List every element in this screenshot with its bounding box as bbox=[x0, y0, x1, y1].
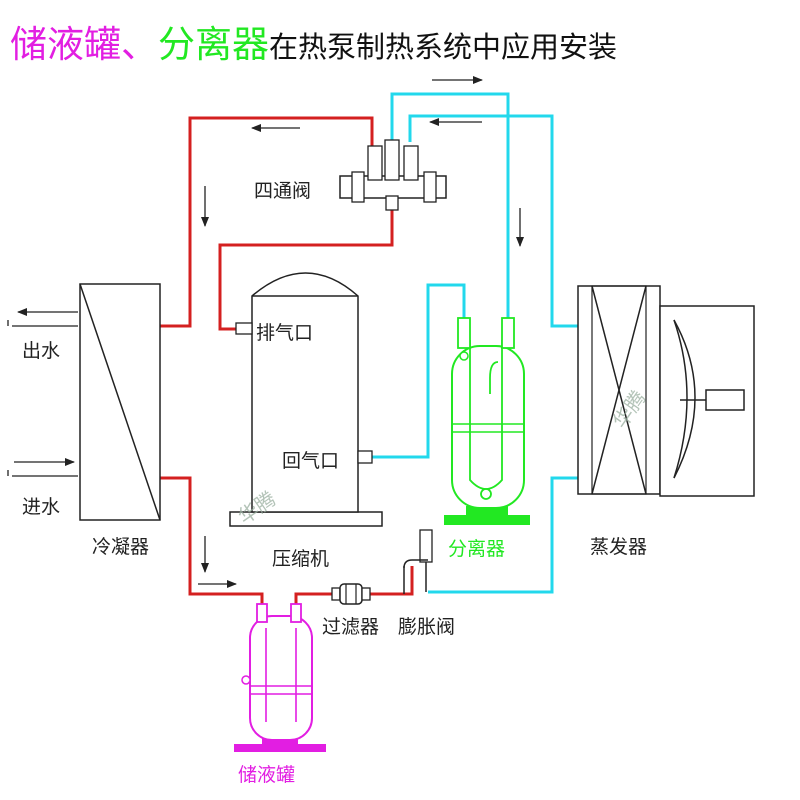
water-out-pipe-end bbox=[7, 320, 78, 327]
compressor bbox=[229, 272, 383, 527]
pipe-discharge-to-valve bbox=[218, 208, 394, 331]
title-receiver: 储液罐 bbox=[10, 23, 121, 66]
label-water-out: 出水 bbox=[22, 340, 61, 362]
page-title: 储液罐、分离器在热泵制热系统中应用安装 bbox=[10, 14, 617, 68]
label-return-port: 回气口 bbox=[282, 450, 340, 472]
pipe-condenser-to-receiver bbox=[160, 476, 264, 604]
title-separator: 分离器 bbox=[158, 23, 269, 66]
separator bbox=[444, 317, 530, 525]
pipe-return-to-separator bbox=[370, 283, 466, 459]
expansion-valve bbox=[403, 529, 433, 594]
label-four-way-valve: 四通阀 bbox=[254, 180, 312, 202]
label-condenser: 冷凝器 bbox=[92, 536, 150, 558]
pipe-receiver-to-filter bbox=[294, 592, 335, 604]
filter bbox=[331, 583, 371, 605]
label-discharge-port: 排气口 bbox=[256, 322, 314, 344]
pipe-valve-to-condenser bbox=[160, 116, 374, 328]
evaporator bbox=[577, 285, 755, 497]
water-in-pipe-end bbox=[7, 470, 78, 477]
title-separator-mark: 、 bbox=[121, 23, 158, 66]
label-expansion-valve: 膨胀阀 bbox=[398, 616, 456, 638]
four-way-valve bbox=[339, 139, 447, 211]
receiver-tank bbox=[234, 603, 326, 752]
label-filter: 过滤器 bbox=[322, 616, 380, 638]
label-evaporator: 蒸发器 bbox=[590, 536, 648, 558]
condenser bbox=[79, 283, 161, 521]
pipe-valve-to-evaporator bbox=[408, 114, 578, 328]
label-receiver: 储液罐 bbox=[238, 764, 296, 786]
label-compressor: 压缩机 bbox=[272, 548, 330, 570]
pipe-separator-to-valve bbox=[390, 92, 510, 318]
title-rest: 在热泵制热系统中应用安装 bbox=[269, 30, 618, 64]
label-water-in: 进水 bbox=[22, 496, 61, 518]
label-separator: 分离器 bbox=[448, 538, 506, 560]
pipe-filter-to-expansion bbox=[368, 566, 414, 596]
pipe-expansion-to-evaporator bbox=[428, 476, 578, 594]
